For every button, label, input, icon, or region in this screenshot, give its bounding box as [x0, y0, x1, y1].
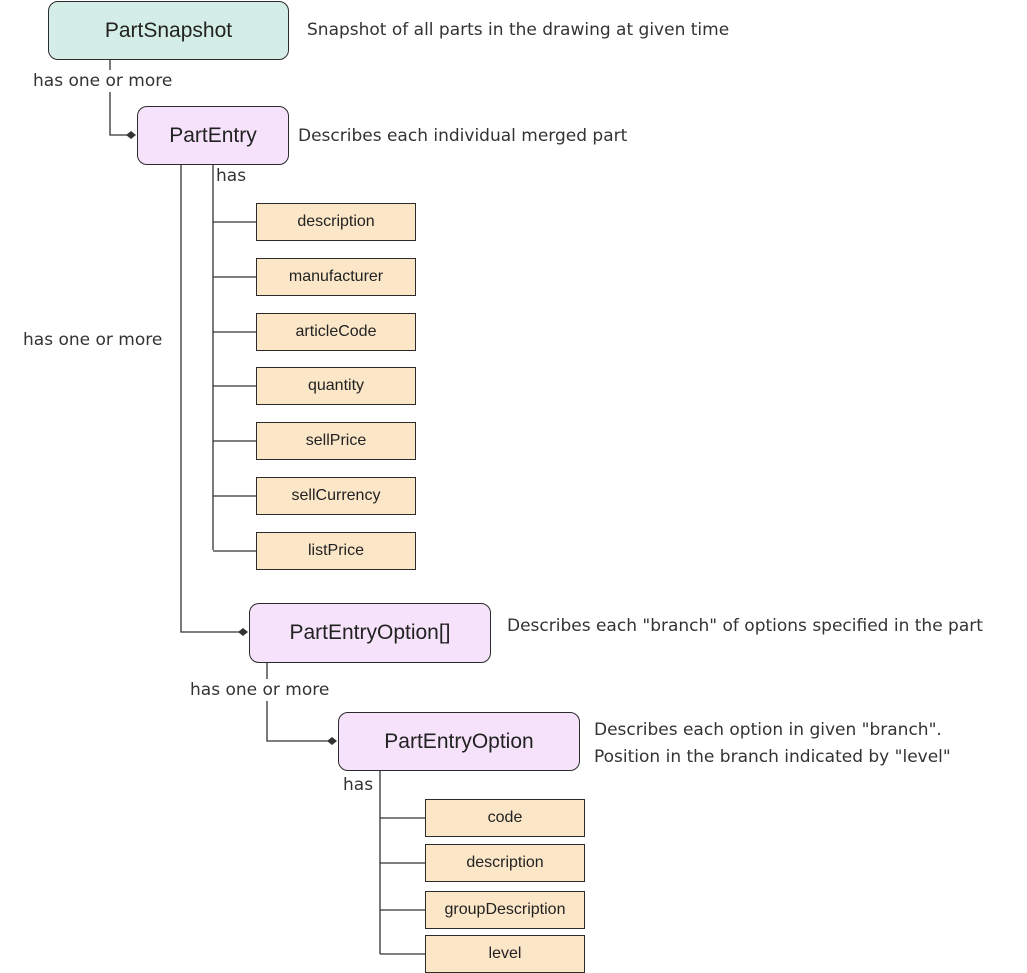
- node-part-snapshot: PartSnapshot: [48, 1, 289, 60]
- field-box: code: [425, 799, 585, 837]
- field-label: listPrice: [307, 542, 364, 559]
- field-label: manufacturer: [288, 268, 384, 285]
- field-box: listPrice: [256, 532, 416, 570]
- description-part-entry-option-line1: Describes each option in given "branch".: [594, 720, 942, 740]
- node-part-entry-option-label: PartEntryOption: [384, 729, 534, 753]
- edge-label-entry-fields: has: [214, 165, 249, 187]
- field-box: sellCurrency: [256, 477, 416, 515]
- description-part-snapshot: Snapshot of all parts in the drawing at …: [307, 20, 730, 40]
- field-label: groupDescription: [444, 901, 566, 918]
- field-label: description: [466, 854, 544, 871]
- node-part-entry-option: PartEntryOption: [338, 712, 580, 771]
- edge-label-option-fields: has: [341, 774, 376, 796]
- edge-label-snapshot-entry: has one or more: [31, 70, 175, 92]
- description-part-entry-option-line2: Position in the branch indicated by "lev…: [594, 747, 951, 767]
- node-part-entry-option-array: PartEntryOption[]: [249, 603, 491, 663]
- node-part-snapshot-label: PartSnapshot: [104, 18, 233, 42]
- edge-label-option-array-option: has one or more: [188, 679, 332, 701]
- field-box: manufacturer: [256, 258, 416, 296]
- node-part-entry-option-array-label: PartEntryOption[]: [289, 621, 451, 644]
- node-part-entry-label: PartEntry: [169, 123, 257, 147]
- field-label: code: [487, 809, 523, 826]
- field-label: quantity: [307, 377, 365, 394]
- edge-label-entry-option-array: has one or more: [21, 329, 165, 351]
- field-box: groupDescription: [425, 891, 585, 929]
- field-box: articleCode: [256, 313, 416, 351]
- field-label: description: [297, 213, 375, 230]
- field-label: articleCode: [295, 323, 377, 340]
- connector-entry-option-array: [180, 165, 243, 633]
- field-label: sellCurrency: [291, 487, 381, 504]
- diamond-marker: [238, 628, 248, 636]
- node-part-entry: PartEntry: [137, 106, 289, 165]
- field-box: quantity: [256, 367, 416, 405]
- description-part-entry: Describes each individual merged part: [298, 126, 628, 146]
- field-label: sellPrice: [305, 432, 367, 449]
- connector-option-array-option: [266, 663, 332, 742]
- field-box: description: [425, 844, 585, 882]
- field-label: level: [488, 945, 522, 962]
- field-box: sellPrice: [256, 422, 416, 460]
- diamond-marker: [327, 737, 337, 745]
- diamond-marker: [126, 131, 136, 139]
- description-part-entry-option-array: Describes each "branch" of options speci…: [507, 616, 983, 636]
- field-box: level: [425, 935, 585, 973]
- field-box: description: [256, 203, 416, 241]
